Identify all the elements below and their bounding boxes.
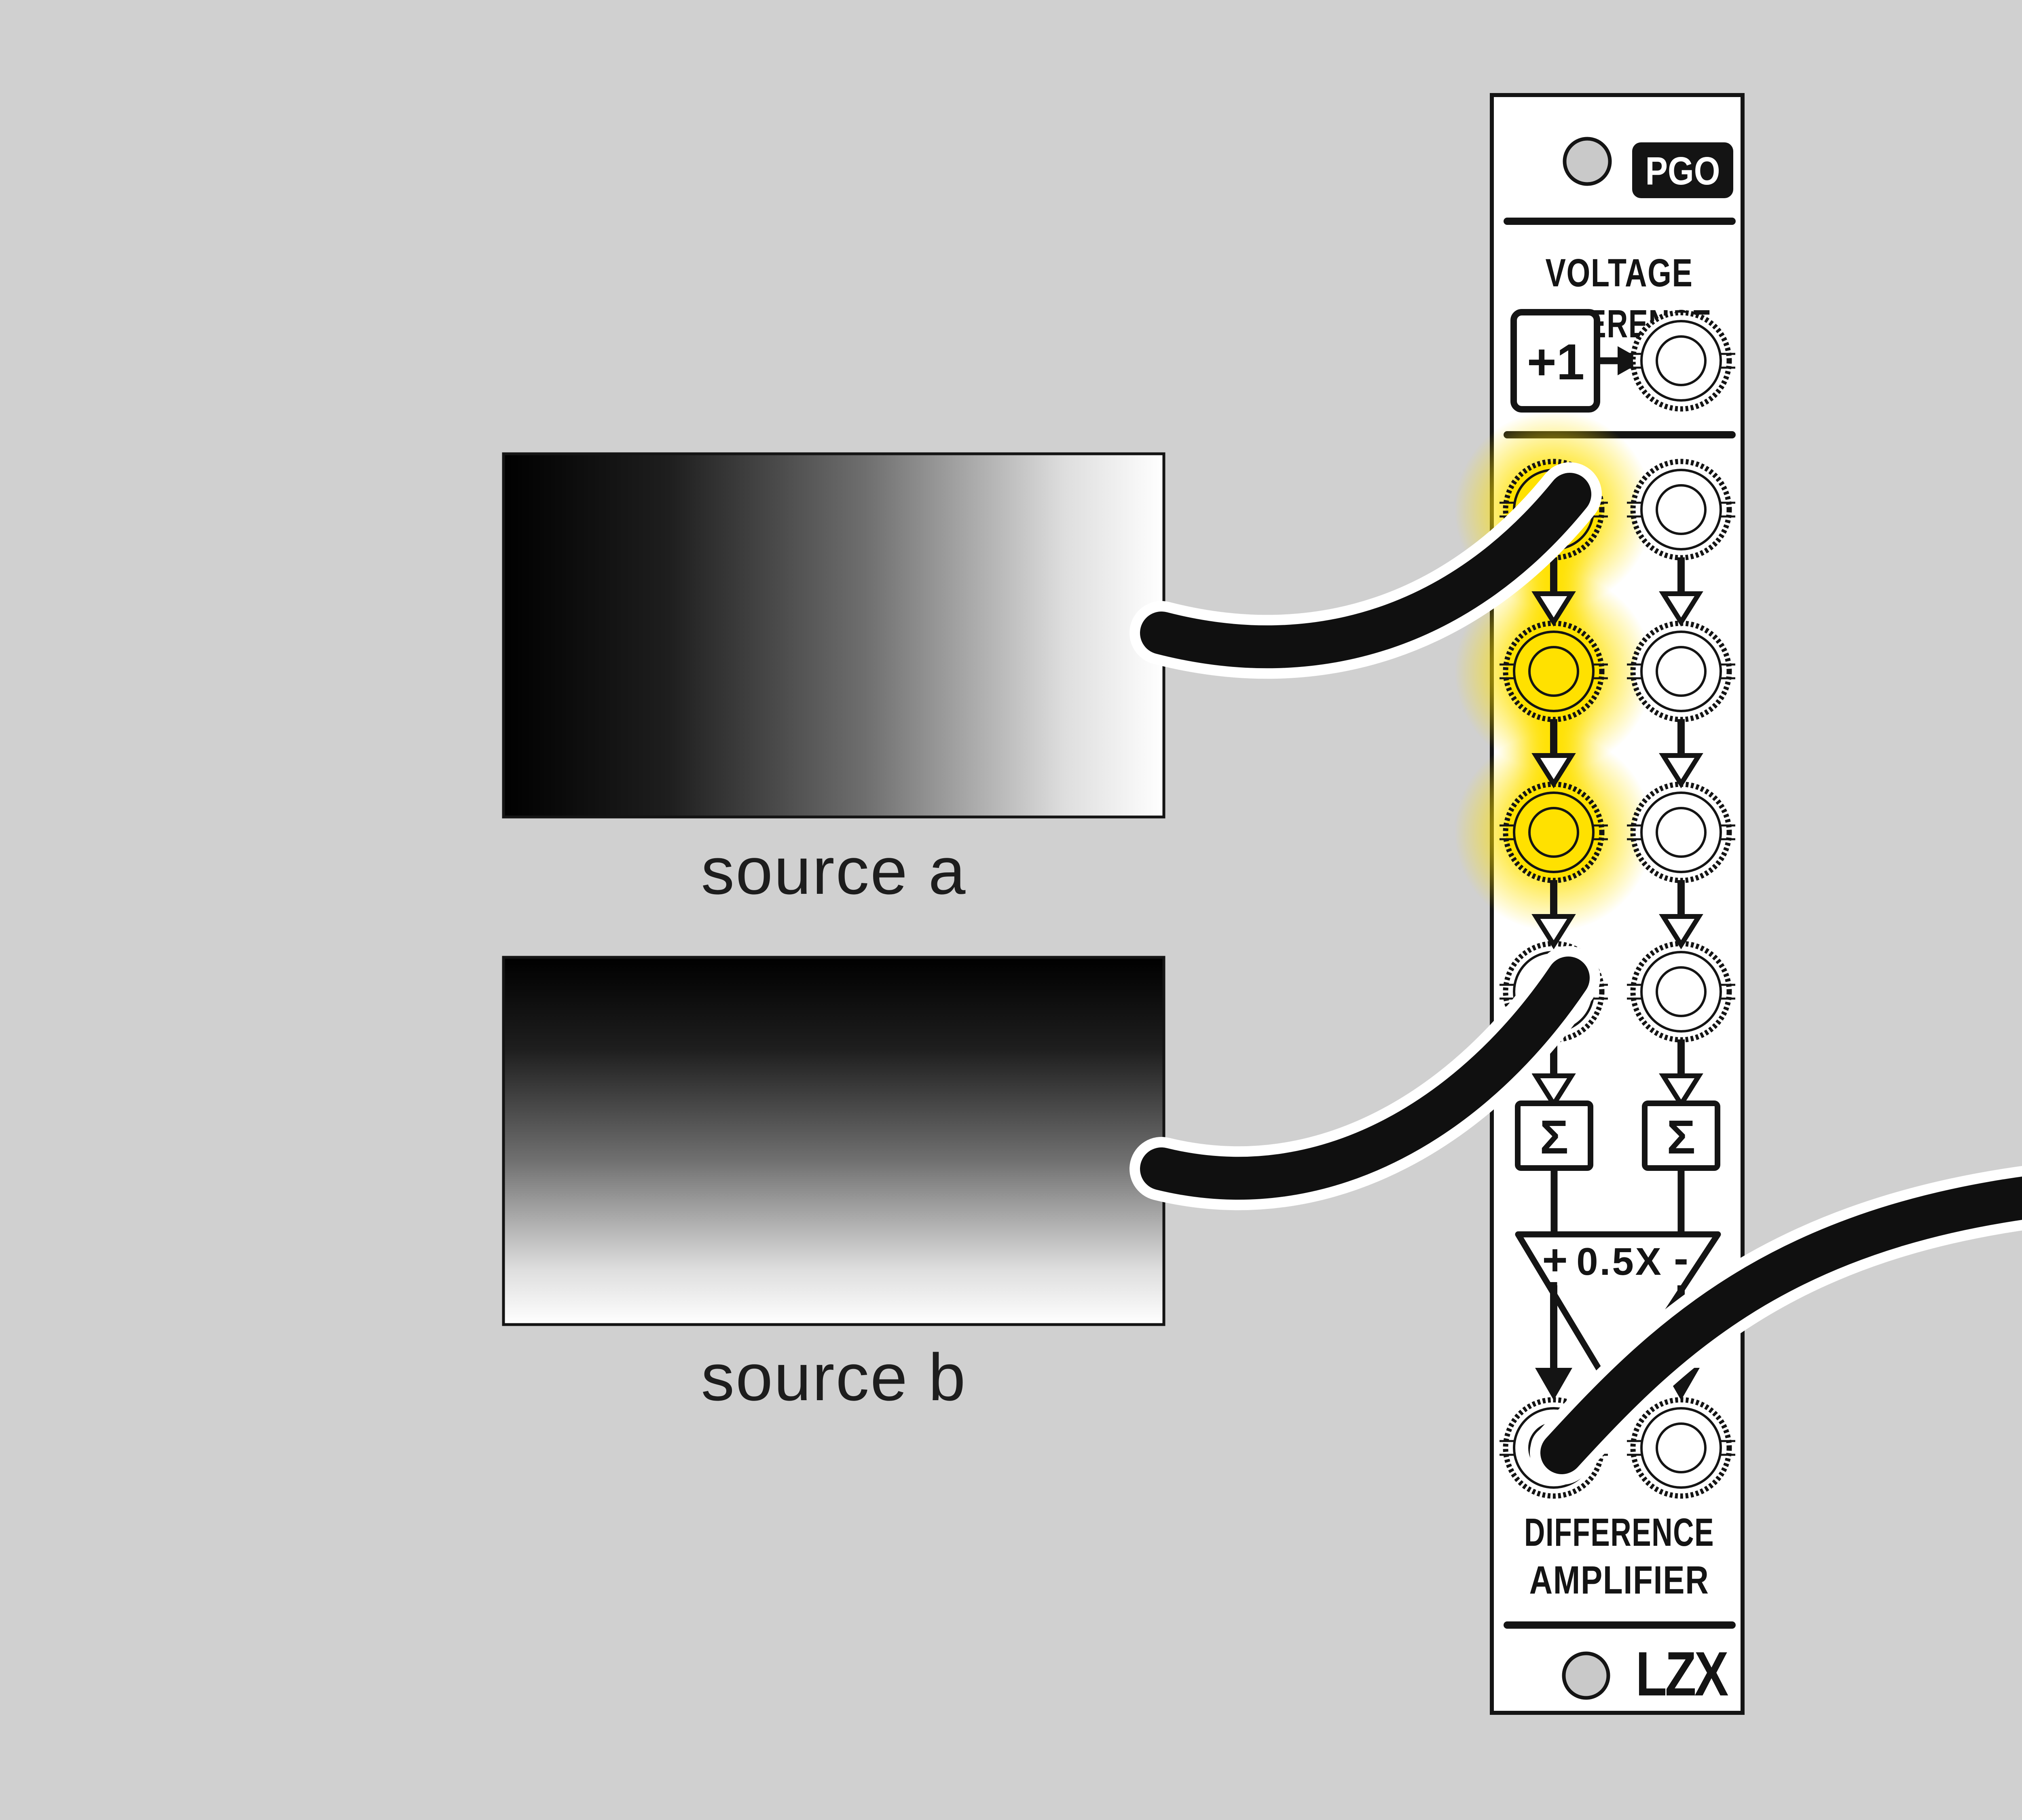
plus-one-label: +1 (1527, 334, 1585, 390)
amp-gain-label: 0.5X (1576, 1240, 1662, 1283)
cable-b[interactable] (1129, 946, 1600, 1211)
label-source-b: source b (701, 1340, 967, 1414)
sum-label-right: Σ (1667, 1111, 1696, 1164)
label-source-a: source a (701, 834, 967, 908)
cable-x[interactable] (1530, 1166, 2022, 1485)
amp-minus-label: - (1674, 1234, 1688, 1282)
brand-logo: LZX (1636, 1639, 1729, 1709)
section-title-voltage: VOLTAGE (1546, 251, 1693, 295)
vref-arrow (1598, 346, 1643, 375)
plus-one-box (1510, 309, 1600, 413)
cable-a[interactable] (1129, 462, 1602, 679)
gradient-box-source-b (502, 956, 1165, 1326)
sum-label-left: Σ (1540, 1111, 1569, 1164)
mounting-screw-top (1563, 137, 1612, 186)
amp-plus-label: + (1542, 1235, 1567, 1284)
section-title-difference: DIFFERENCE (1524, 1510, 1714, 1554)
gradient-box-source-a (502, 452, 1165, 819)
section-title-amplifier: AMPLIFIER (1529, 1558, 1709, 1602)
mounting-screw-bottom (1562, 1651, 1610, 1700)
model-badge-label: PGO (1646, 149, 1720, 193)
model-badge (1632, 142, 1733, 198)
